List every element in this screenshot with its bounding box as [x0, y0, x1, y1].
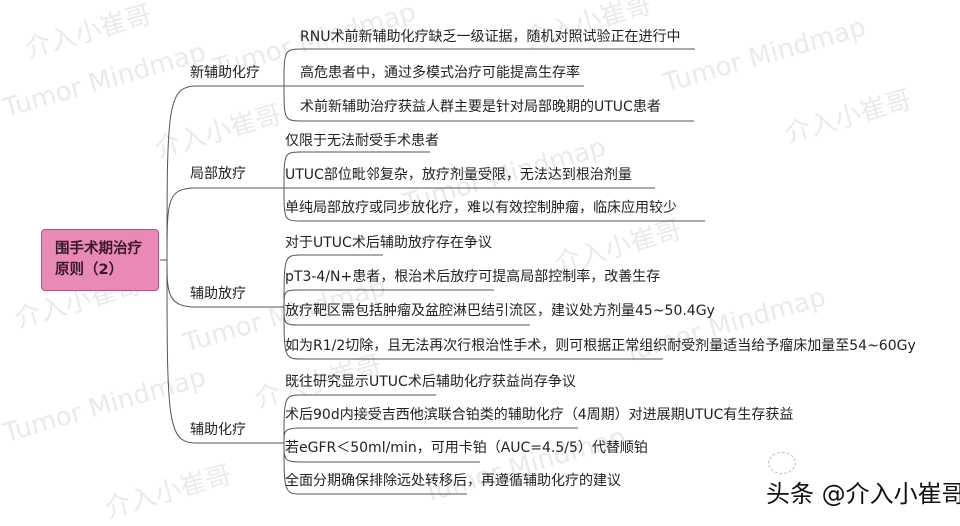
- branch-local-radiotherapy[interactable]: 局部放疗: [190, 166, 246, 182]
- leaf-item[interactable]: 既往研究显示UTUC术后辅助化疗获益尚存争议: [285, 374, 576, 390]
- leaf-item[interactable]: 全面分期确保排除远处转移后，再遵循辅助化疗的建议: [285, 473, 621, 489]
- branch-adjuvant-radiotherapy[interactable]: 辅助放疗: [190, 286, 246, 302]
- leaf-item[interactable]: 如为R1/2切除，且无法再次行根治性手术，则可根据正常组织耐受剂量适当给予瘤床加…: [285, 338, 916, 354]
- wechat-smiley-icon: [768, 452, 796, 474]
- root-title-line2: 原则（2）: [55, 262, 124, 278]
- mindmap-connectors: [160, 48, 705, 495]
- root-node[interactable]: 围手术期治疗 原则（2）: [41, 229, 159, 291]
- leaf-item[interactable]: 术后90d内接受吉西他滨联合铂类的辅助化疗（4周期）对进展期UTUC有生存获益: [285, 407, 794, 423]
- leaf-item[interactable]: 仅限于无法耐受手术患者: [285, 133, 439, 149]
- branch-adjuvant-chemo[interactable]: 辅助化疗: [190, 422, 246, 438]
- branch-neoadjuvant-chemo[interactable]: 新辅助化疗: [190, 65, 260, 81]
- leaf-item[interactable]: 若eGFR＜50ml/min，可用卡铂（AUC=4.5/5）代替顺铂: [285, 440, 648, 456]
- leaf-item[interactable]: pT3-4/N+患者，根治术后放疗可提高局部控制率，改善生存: [285, 269, 661, 285]
- root-title-line1: 围手术期治疗: [55, 241, 142, 257]
- leaf-item[interactable]: UTUC部位毗邻复杂，放疗剂量受限，无法达到根治剂量: [285, 167, 632, 183]
- leaf-item[interactable]: 对于UTUC术后辅助放疗存在争议: [285, 235, 492, 251]
- leaf-item[interactable]: 高危患者中，通过多模式治疗可能提高生存率: [300, 65, 580, 81]
- leaf-item[interactable]: 放疗靶区需包括肿瘤及盆腔淋巴结引流区，建议处方剂量45~50.4Gy: [285, 303, 715, 319]
- leaf-item[interactable]: 术前新辅助治疗获益人群主要是针对局部晚期的UTUC患者: [300, 99, 661, 115]
- leaf-item[interactable]: RNU术前新辅助化疗缺乏一级证据，随机对照试验正在进行中: [300, 29, 681, 45]
- leaf-item[interactable]: 单纯局部放疗或同步放化疗，难以有效控制肿瘤，临床应用较少: [285, 200, 677, 216]
- source-credit: 头条 @介入小崔哥: [766, 480, 960, 508]
